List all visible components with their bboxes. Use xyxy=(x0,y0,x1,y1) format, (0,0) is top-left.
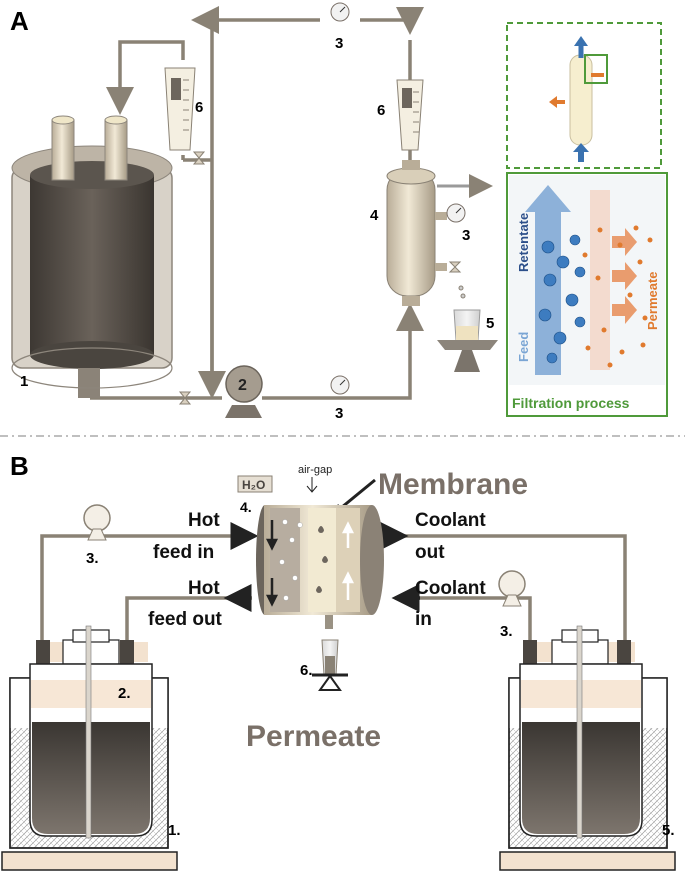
hot-feed-in-line1: Hot xyxy=(188,510,220,531)
feed-vessel-left: 2. xyxy=(29,625,153,839)
pipes-b xyxy=(40,534,627,640)
num-bath-right: 5. xyxy=(662,822,675,839)
valve-bottom xyxy=(178,391,192,405)
flowmeter-left: 6 xyxy=(164,67,203,151)
pump-left-b: 3. xyxy=(83,504,111,567)
coolant-in-line2: in xyxy=(415,609,432,630)
panel-b: B 3. 3. H₂O air-gap xyxy=(1,451,676,871)
num-tank: 1 xyxy=(20,373,28,390)
num-bath-left: 1. xyxy=(168,822,181,839)
valve-side xyxy=(448,261,466,299)
num-pump: 2 xyxy=(238,377,247,394)
inset-feed-label: Feed xyxy=(516,332,531,362)
flowmeter-right: 6 xyxy=(377,79,424,151)
valve-left xyxy=(192,151,206,165)
permeate-beaker: 5 xyxy=(437,309,498,372)
hot-feed-in-line2: feed in xyxy=(153,542,214,563)
coolant-in-line1: Coolant xyxy=(415,578,486,599)
permeate-collector: 6. xyxy=(300,639,348,691)
coolant-out-line2: out xyxy=(415,542,445,563)
hot-feed-out-line2: feed out xyxy=(148,609,223,630)
num-feed-vessel: 2. xyxy=(118,685,131,702)
permeate-label: Permeate xyxy=(246,720,381,753)
water-badge: H₂O xyxy=(237,475,273,493)
inset-filtration-box: Retentate Feed Permeate Filtration proce… xyxy=(506,172,668,417)
feed-tank: 1 xyxy=(11,115,173,398)
num-flowmeter-left: 6 xyxy=(195,99,203,116)
panel-b-label: B xyxy=(10,451,29,481)
num-gauge-side: 3 xyxy=(462,227,470,244)
membrane-module: 4 xyxy=(370,160,447,306)
agmd-module: 4. xyxy=(240,499,384,629)
membrane-label: Membrane xyxy=(378,468,528,501)
inset-retentate-label: Retentate xyxy=(516,213,531,272)
inset-permeate-label: Permeate xyxy=(645,271,660,330)
flow-arrows-b xyxy=(223,522,420,612)
pump-right-b: 3. xyxy=(498,570,526,640)
num-flowmeter-right: 6 xyxy=(377,102,385,119)
air-gap-label: air-gap xyxy=(298,464,332,476)
num-pump-left: 3. xyxy=(86,550,99,567)
num-beaker: 5 xyxy=(486,315,494,332)
gauge-bottom: 3 xyxy=(330,375,350,422)
panel-a: A 1 xyxy=(10,2,668,422)
num-module-b: 4. xyxy=(240,499,252,515)
panel-a-label: A xyxy=(10,6,29,36)
hot-feed-out-line1: Hot xyxy=(188,578,220,599)
inset-caption: Filtration process xyxy=(512,395,630,411)
num-module: 4 xyxy=(370,207,379,224)
num-gauge-top: 3 xyxy=(335,35,343,52)
num-collector: 6. xyxy=(300,662,313,679)
air-gap-arrow xyxy=(306,477,318,493)
inset-detail-box xyxy=(506,22,662,169)
num-pump-right: 3. xyxy=(500,623,513,640)
coolant-vessel-right xyxy=(519,625,643,839)
coolant-out-line1: Coolant xyxy=(415,510,486,531)
pump-a: 2 xyxy=(225,365,263,418)
num-gauge-bottom: 3 xyxy=(335,405,343,422)
gauge-side: 3 xyxy=(446,203,470,244)
water-label: H₂O xyxy=(242,478,265,492)
gauge-top: 3 xyxy=(330,2,350,52)
